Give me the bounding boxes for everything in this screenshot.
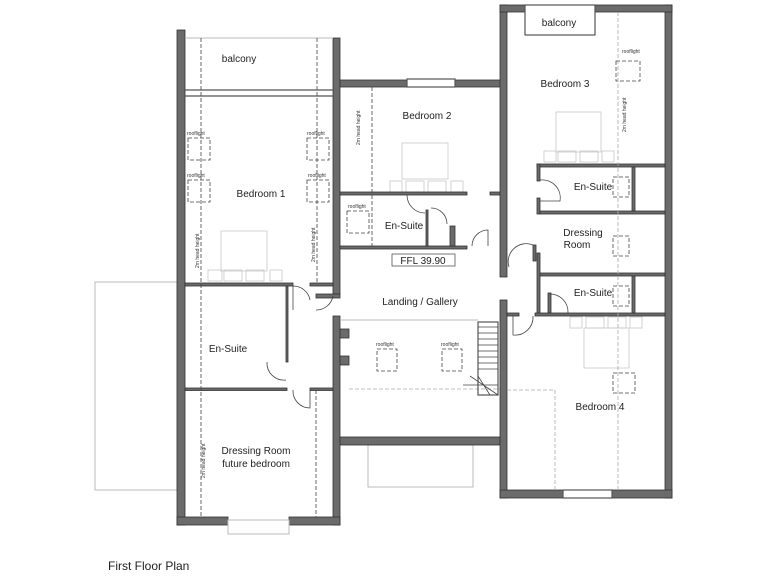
rooflight-label: rooflight — [348, 204, 366, 210]
head-height-label: 2m head height — [201, 443, 207, 478]
rooflight-label: rooflight — [187, 131, 205, 137]
room-label-landing: Landing / Gallery — [382, 297, 458, 308]
bay-window — [227, 519, 290, 535]
rooflight-label: rooflight — [376, 342, 394, 348]
room-label-ensuite-bedroom-3: En-Suite — [574, 182, 613, 193]
rooflight-label: rooflight — [441, 342, 459, 348]
staircase[interactable] — [463, 321, 499, 396]
rooflight-label: rooflight — [307, 131, 325, 137]
room-label-balcony-left: balcony — [222, 54, 256, 65]
head-height-label: 2m head height — [622, 97, 628, 132]
rooflight-label: rooflight — [308, 173, 326, 179]
plan-title: First Floor Plan — [108, 559, 190, 573]
room-label-bedroom-1: Bedroom 1 — [237, 189, 286, 200]
ffl-label: FFL 39.90 — [400, 256, 446, 267]
room-label-future-bedroom: future bedroom — [222, 459, 290, 470]
ffl-box — [391, 253, 456, 267]
room-label-ensuite-bedroom-2: En-Suite — [385, 221, 424, 232]
room-label-balcony-right: balcony — [542, 18, 576, 29]
room-label-dressing-room-future: Dressing Room — [222, 446, 291, 457]
balcony-right-outline — [524, 4, 596, 36]
room-label-bedroom-2: Bedroom 2 — [403, 111, 452, 122]
rooflight-icons — [187, 60, 641, 394]
rooflight-label: rooflight — [187, 173, 205, 179]
rooflight-label: rooflight — [622, 49, 640, 55]
room-label-ensuite-bedroom-4: En-Suite — [574, 288, 613, 299]
room-label-bedroom-4: Bedroom 4 — [576, 402, 625, 413]
window — [406, 78, 456, 88]
left-wing-walls — [176, 29, 341, 526]
window — [562, 489, 613, 499]
head-height-label: 2m head height — [311, 227, 317, 262]
ground-floor-outline — [94, 281, 178, 491]
room-label-room: Room — [564, 240, 591, 251]
head-height-label: 2m head height — [195, 233, 201, 268]
head-height-label: 2m head height — [356, 110, 362, 145]
right-wing-walls — [499, 4, 673, 499]
porch-outline — [367, 444, 474, 488]
room-label-bedroom-3: Bedroom 3 — [541, 79, 590, 90]
room-label-dressing: Dressing — [563, 228, 602, 239]
room-label-ensuite-bedroom-1: En-Suite — [209, 344, 248, 355]
